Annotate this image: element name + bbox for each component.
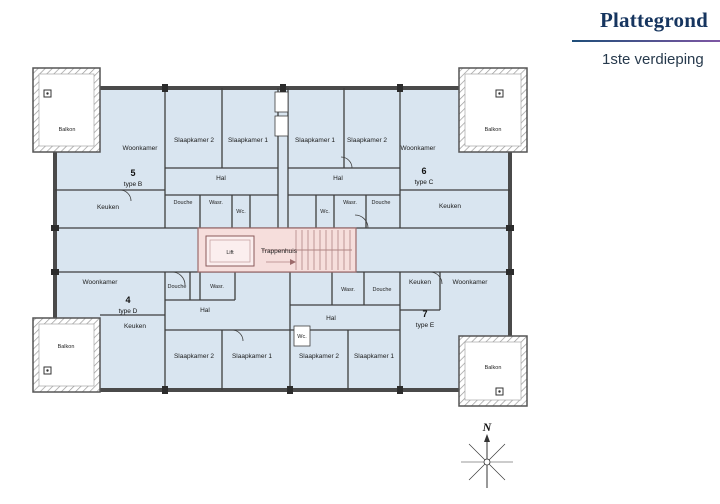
room-label-wc: Wc. [236, 209, 246, 215]
room-label-douche: Douche [372, 200, 391, 206]
room-label-keuken: Keuken [124, 323, 146, 330]
room-label-slaapkamer-1: Slaapkamer 1 [295, 137, 335, 144]
room-label-slaapkamer-1: Slaapkamer 1 [354, 353, 394, 360]
room-label-woonkamer: Woonkamer [123, 145, 159, 152]
apartment-number: 5 [130, 168, 135, 178]
compass-rose: N [461, 420, 513, 488]
lift-box [205, 235, 255, 267]
room-label-slaapkamer-1: Slaapkamer 1 [232, 353, 272, 360]
apartment-number: 6 [421, 166, 426, 176]
room-label-hal: Hal [326, 315, 336, 322]
apartment-type: type E [416, 322, 435, 329]
room-label-wc: Wc. [320, 209, 330, 215]
room-label-woonkamer: Woonkamer [453, 279, 489, 286]
room-label-wasruimte: Wasr. [209, 200, 223, 206]
room-label-wc: Wc. [297, 334, 307, 340]
room-label-wasruimte: Wasr. [210, 284, 224, 290]
room-label-lift: Lift [226, 250, 234, 256]
room-label-trappenhuis: Trappenhuis [261, 248, 298, 255]
room-label-hal: Hal [216, 175, 226, 182]
room-label-wasruimte: Wasr. [343, 200, 357, 206]
balcony-label: Balkon [485, 127, 502, 133]
room-label-woonkamer: Woonkamer [83, 279, 119, 286]
room-label-keuken: Keuken [97, 204, 119, 211]
room-label-douche: Douche [373, 287, 392, 293]
room-label-hal: Hal [200, 307, 210, 314]
room-label-slaapkamer-2: Slaapkamer 2 [347, 137, 387, 144]
room-label-keuken: Keuken [409, 279, 431, 286]
door-arcs [119, 156, 443, 342]
compass-north-arrow [484, 434, 490, 442]
balconies [32, 67, 528, 407]
room-label-slaapkamer-2: Slaapkamer 2 [299, 353, 339, 360]
room-label-woonkamer: Woonkamer [401, 145, 437, 152]
compass-north-label: N [482, 420, 493, 434]
apartment-type: type D [119, 308, 138, 315]
service-shafts [274, 91, 311, 347]
apartment-type: type B [124, 181, 142, 188]
room-label-douche: Douche [174, 200, 193, 206]
page-subtitle: 1ste verdieping [602, 51, 704, 68]
lift-cab [209, 239, 251, 263]
wall-piers [51, 84, 514, 394]
balcony-label: Balkon [59, 127, 76, 133]
balcony-label: Balkon [485, 365, 502, 371]
room-label-slaapkamer-2: Slaapkamer 2 [174, 353, 214, 360]
apartment-type: type C [415, 179, 434, 186]
room-label-hal: Hal [333, 175, 343, 182]
room-label-douche: Douche [168, 284, 187, 290]
stair-treads [262, 230, 352, 270]
page-title: Plattegrond [600, 8, 708, 32]
apartment-number: 7 [422, 309, 427, 319]
apartment-number: 4 [125, 295, 130, 305]
room-label-slaapkamer-1: Slaapkamer 1 [228, 137, 268, 144]
room-label-wasruimte: Wasr. [341, 287, 355, 293]
stair-arrow [290, 259, 296, 265]
room-label-slaapkamer-2: Slaapkamer 2 [174, 137, 214, 144]
room-label-keuken: Keuken [439, 203, 461, 210]
balcony-label: Balkon [58, 344, 75, 350]
header-divider [572, 40, 720, 42]
